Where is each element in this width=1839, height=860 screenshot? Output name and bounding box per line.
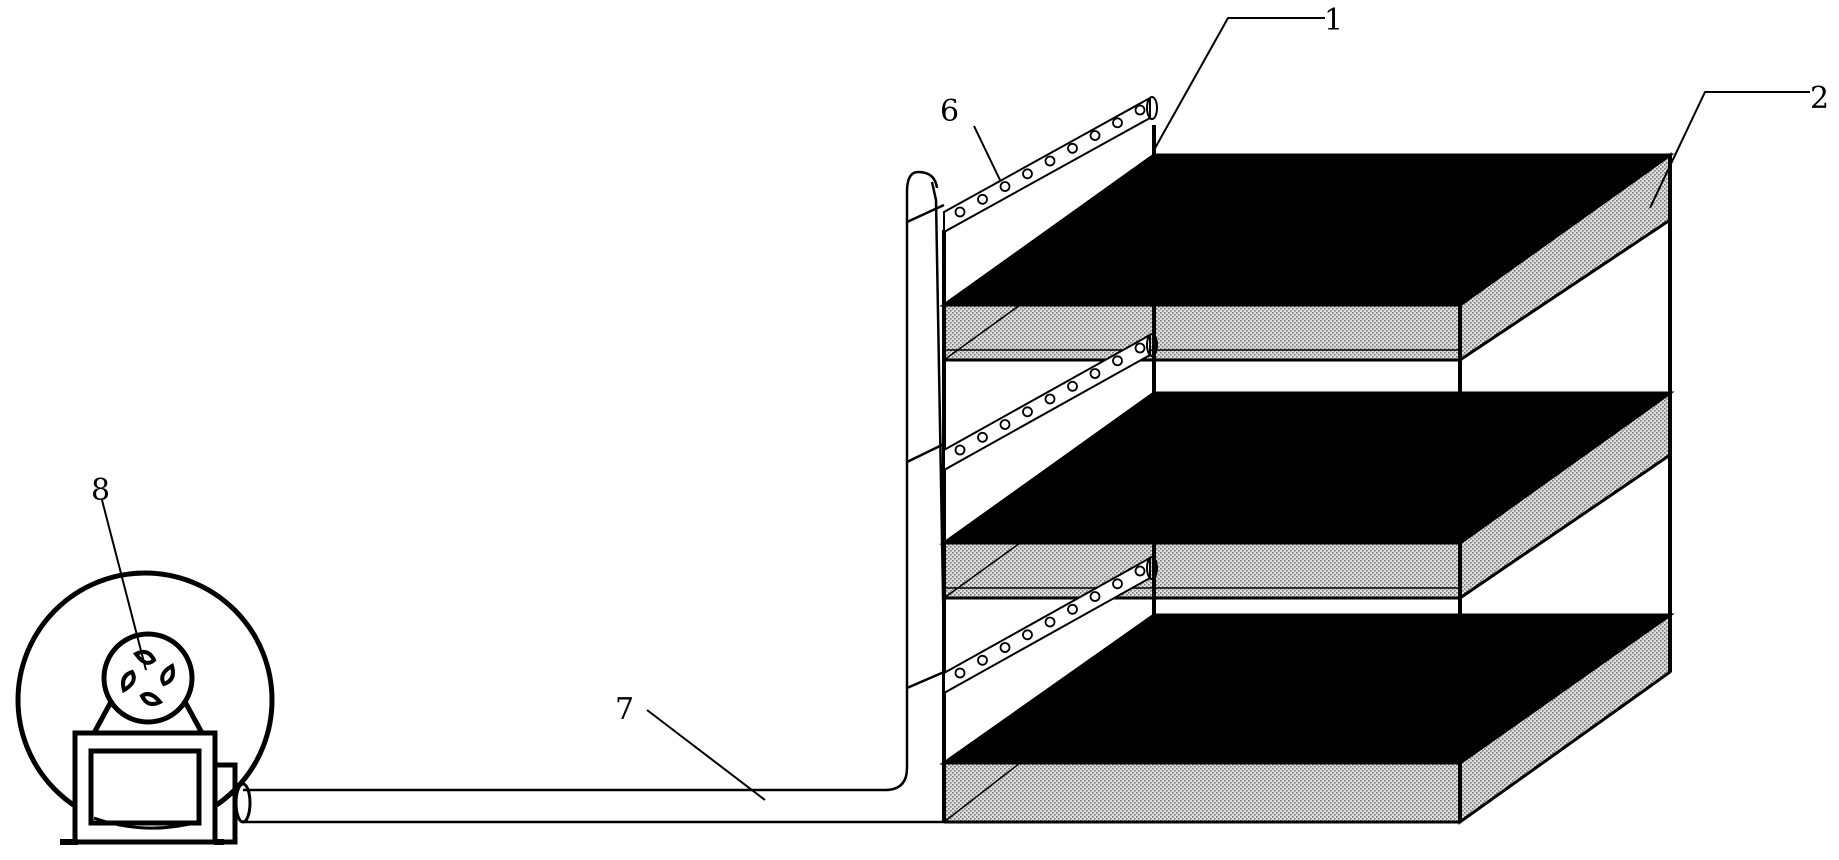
- nozzle-hole-low-4: [1022, 629, 1033, 641]
- nozzle-hole-top-5: [1044, 155, 1056, 167]
- spray-pipe-mid-end: [1146, 333, 1158, 357]
- nozzle-hole-top-7: [1089, 130, 1101, 141]
- nozzle-hole-mid-5: [1044, 393, 1056, 405]
- blower-strut-right: [181, 698, 205, 735]
- nozzle-hole-mid-6: [1067, 380, 1078, 392]
- nozzle-hole-top-3: [999, 181, 1011, 192]
- nozzle-hole-low-1: [954, 667, 966, 679]
- callout-line-8: [101, 499, 147, 671]
- tank-frame: [939, 125, 1675, 825]
- nozzle-hole-low-8: [1112, 578, 1123, 590]
- nozzle-hole-mid-7: [1089, 368, 1101, 379]
- air-duct-top-cap: [905, 170, 939, 193]
- blower-base-window: [88, 748, 202, 826]
- callout-line-1: [1153, 17, 1325, 151]
- nozzle-hole-mid-3: [999, 419, 1011, 430]
- air-duct-inner-wall: [243, 192, 909, 792]
- nozzle-hole-mid-2: [977, 431, 988, 443]
- label-6: 6: [940, 94, 959, 129]
- nozzle-hole-mid-4: [1022, 406, 1033, 418]
- tier1-inner-diag: [943, 304, 1021, 361]
- nozzle-hole-top-8: [1112, 117, 1123, 129]
- label-1: 1: [1324, 3, 1343, 38]
- tier2-inner-diag: [943, 542, 1021, 599]
- tier2-dotted-band: [944, 543, 1460, 598]
- blower-strut-left: [91, 698, 115, 735]
- air-duct-outer-wall: [243, 181, 946, 824]
- label-8: 8: [91, 473, 110, 508]
- callouts: [101, 17, 1810, 801]
- fan-blades-icon: [121, 650, 175, 706]
- air-duct: [243, 170, 946, 824]
- spray-nozzles: [954, 104, 1146, 679]
- nozzle-hole-low-5: [1044, 616, 1056, 628]
- label-7: 7: [615, 692, 634, 727]
- tier3-inner-diag: [943, 762, 1021, 823]
- label-2: 2: [1810, 81, 1829, 116]
- blower: [15, 570, 275, 845]
- air-duct-branch-mid: [906, 442, 945, 464]
- nozzle-hole-mid-9: [1134, 342, 1146, 354]
- blower-fan-hub: [101, 631, 195, 725]
- nozzle-hole-low-7: [1089, 591, 1101, 602]
- callout-line-6: [973, 125, 1001, 181]
- nozzle-hole-top-4: [1022, 168, 1033, 180]
- air-duct-branch-low: [906, 670, 945, 690]
- nozzle-hole-top-2: [977, 193, 988, 205]
- blower-base-arc: [93, 816, 199, 830]
- callout-line-7: [646, 709, 766, 801]
- nozzle-hole-low-2: [977, 654, 988, 666]
- callout-line-2: [1649, 91, 1810, 209]
- nozzle-hole-mid-1: [954, 444, 966, 456]
- nozzle-hole-top-9: [1134, 104, 1146, 116]
- nozzle-hole-top-1: [954, 206, 966, 218]
- tier1-dotted-band: [944, 305, 1460, 360]
- air-duct-branch-top: [906, 203, 945, 224]
- nozzle-hole-low-9: [1134, 565, 1146, 577]
- spray-pipe-low-end: [1146, 556, 1158, 580]
- nozzle-hole-top-6: [1067, 142, 1078, 154]
- spray-pipe-top-end: [1146, 96, 1158, 120]
- nozzle-hole-mid-8: [1112, 355, 1123, 367]
- nozzle-hole-low-6: [1067, 603, 1078, 615]
- nozzle-hole-low-3: [999, 642, 1011, 653]
- tier3-dotted-band: [944, 763, 1460, 822]
